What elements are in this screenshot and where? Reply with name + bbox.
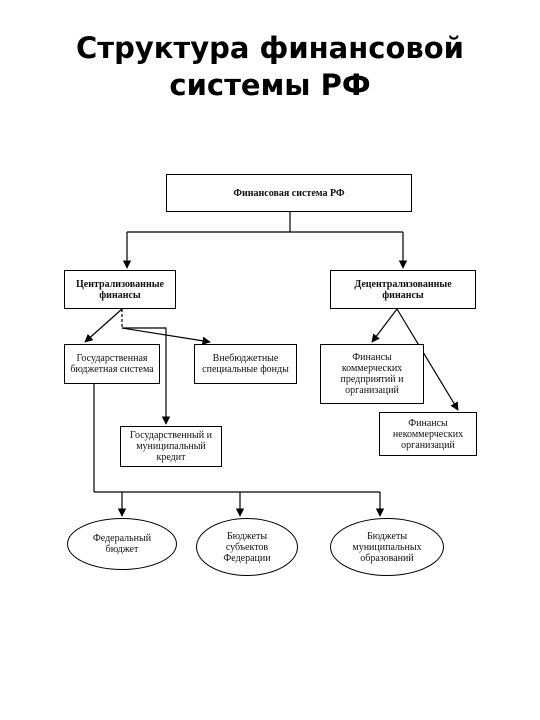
node-state-municipal-credit: Государственный и муниципальный кредит: [120, 426, 222, 467]
node-root-label: Финансовая система РФ: [233, 187, 345, 199]
node-decentralized-label: Децентрализованные финансы: [354, 278, 452, 301]
node-municipal-budgets-label: Бюджеты муниципальных образований: [352, 530, 422, 564]
node-state-municipal-credit-label: Государственный и муниципальный кредит: [130, 430, 212, 463]
node-noncommercial-orgs: Финансы некоммерческих организаций: [379, 412, 477, 456]
arrow-to-commercial-enterprises: [371, 308, 398, 343]
node-extrabudgetary-funds: Внебюджетные специальные фонды: [194, 344, 297, 384]
node-federal-budget: Федеральный бюджет: [67, 518, 177, 570]
arrow-to-state-municipal-credit: [122, 327, 171, 425]
page-title-line-2: системы РФ: [169, 68, 371, 102]
node-commercial-enterprises-label: Финансы коммерческих предприятий и орган…: [340, 352, 404, 396]
node-noncommercial-orgs-label: Финансы некоммерческих организаций: [392, 417, 464, 451]
page-title-line-1: Структура финансовой: [75, 31, 465, 65]
node-state-budget-system-label: Государственная бюджетная система: [70, 353, 154, 375]
arrow-to-state-budget-system: [84, 308, 123, 343]
node-state-budget-system: Государственная бюджетная система: [64, 344, 160, 384]
node-centralized-label: Централизованные финансы: [76, 278, 164, 301]
page-title: Структура финансовой системы РФ: [0, 30, 540, 104]
node-root: Финансовая система РФ: [166, 174, 412, 212]
node-commercial-enterprises: Финансы коммерческих предприятий и орган…: [320, 344, 424, 404]
node-decentralized: Децентрализованные финансы: [330, 270, 476, 309]
node-extrabudgetary-funds-label: Внебюджетные специальные фонды: [202, 353, 289, 375]
node-subjects-budgets: Бюджеты субъектов Федерации: [196, 518, 298, 576]
node-municipal-budgets: Бюджеты муниципальных образований: [330, 518, 444, 576]
node-centralized: Централизованные финансы: [64, 270, 176, 309]
node-subjects-budgets-label: Бюджеты субъектов Федерации: [223, 530, 271, 564]
node-federal-budget-label: Федеральный бюджет: [92, 533, 152, 555]
arrow-to-noncommercial-orgs: [396, 308, 459, 411]
